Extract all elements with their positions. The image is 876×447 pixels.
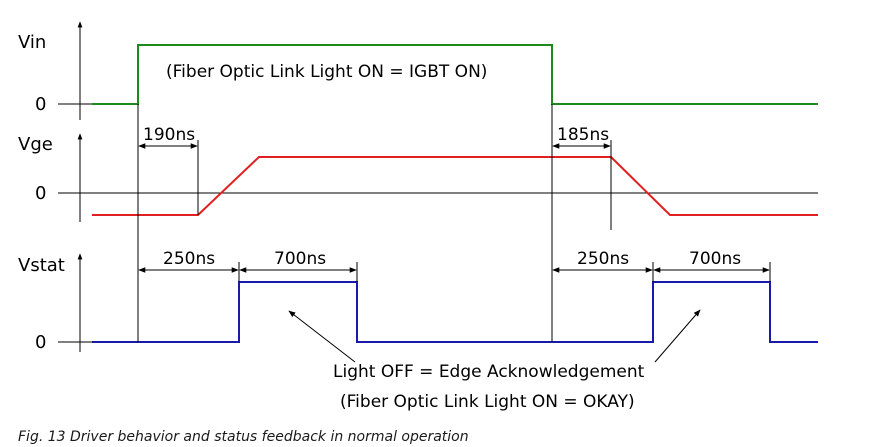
- vge-fall-delay: 185ns: [557, 125, 609, 145]
- stat-delay2-label: 250ns: [577, 249, 629, 269]
- vin-label: Vin: [18, 32, 46, 53]
- vin-waveform: [92, 44, 818, 105]
- pointer-pulse2: [654, 309, 701, 363]
- vge-rise-delay: 190ns: [143, 125, 195, 145]
- vin-note: (Fiber Optic Link Light ON = IGBT ON): [166, 62, 487, 82]
- vstat-zero-label: 0: [35, 332, 46, 353]
- figure-caption: Fig. 13 Driver behavior and status feedb…: [18, 429, 469, 445]
- light-on-note: (Fiber Optic Link Light ON = OKAY): [340, 392, 635, 412]
- stat-width2-label: 700ns: [689, 249, 741, 269]
- vstat-label: Vstat: [18, 255, 65, 276]
- light-off-note: Light OFF = Edge Acknowledgement: [333, 362, 645, 382]
- stat-delay1-label: 250ns: [163, 249, 215, 269]
- vge-label: Vge: [18, 134, 53, 155]
- vin-zero-label: 0: [35, 94, 46, 115]
- vstat-waveform: [92, 281, 818, 343]
- pointer-pulse1: [288, 310, 356, 363]
- vge-waveform: [92, 156, 818, 216]
- stat-width1-label: 700ns: [274, 249, 326, 269]
- vge-zero-label: 0: [35, 183, 46, 204]
